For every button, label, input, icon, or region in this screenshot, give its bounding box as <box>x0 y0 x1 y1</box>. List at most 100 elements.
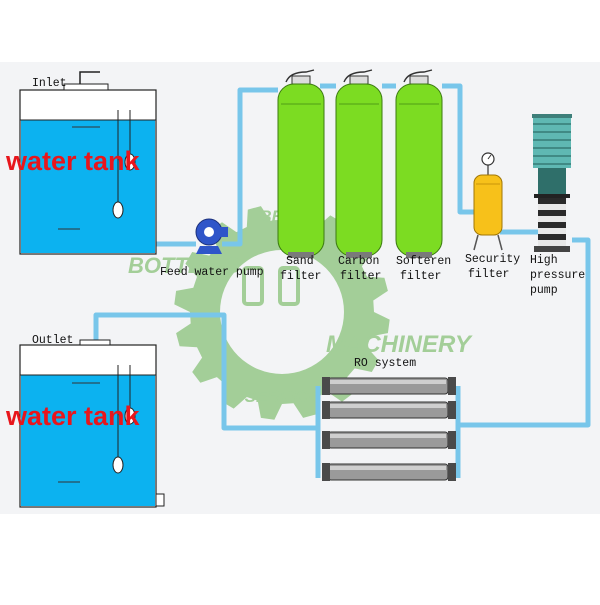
ro-membrane-tube <box>322 401 456 419</box>
carbon-filter-vessel <box>335 83 383 257</box>
pipe-pump-to-sand-filter <box>222 87 278 247</box>
filter-valve <box>349 75 369 85</box>
softener-filter-label-line2: filter <box>400 270 441 283</box>
security-filter-label-line1: Security <box>465 253 520 266</box>
membrane-end-cap <box>322 431 330 449</box>
feed-pump-label: Feed water pump <box>160 266 264 279</box>
pump-base <box>196 246 222 254</box>
sand-filter-vessel <box>277 83 325 257</box>
motor-fins <box>533 123 571 165</box>
pump-stage <box>538 198 566 204</box>
softener-filter-vessel <box>395 83 443 257</box>
filter-foot <box>288 252 314 258</box>
security-filter: Security filter <box>465 152 520 281</box>
outlet-cap <box>79 339 111 346</box>
watermark-logo: BEST BOTTLING MACHINERY SERVICE <box>128 204 473 420</box>
pipe-ro-to-outlet <box>93 312 318 431</box>
ro-system-label: RO system <box>354 357 416 370</box>
filter-valve-head <box>403 69 433 83</box>
filter-leg <box>473 234 479 251</box>
pump-stage <box>538 240 566 246</box>
sand-filter-label-line2: filter <box>280 270 321 283</box>
outlet-label: Outlet <box>32 334 73 347</box>
feed-water-pump: Feed water pump <box>160 218 264 279</box>
hp-pump-label-line1: High <box>530 254 558 267</box>
gauge-needle <box>487 154 492 160</box>
ro-membrane-bank <box>322 377 456 481</box>
filter-valve <box>409 75 429 85</box>
pump-stage <box>538 222 566 228</box>
filter-foot <box>346 252 372 258</box>
carbon-filter-label-line2: filter <box>340 270 381 283</box>
bottle-icon <box>278 266 300 306</box>
bottom-tank-title: water tank <box>5 401 141 431</box>
sand-filter <box>277 69 325 258</box>
security-filter-label-line2: filter <box>468 268 509 281</box>
electric-motor-icon <box>533 118 571 168</box>
hp-pump-label-line2: pressure <box>530 269 585 282</box>
filter-foot <box>406 252 432 258</box>
pump-stage <box>538 228 566 234</box>
filter-valve-head <box>285 69 315 83</box>
outlet-water-tank: Outlet water tank <box>5 334 165 508</box>
membrane-highlight <box>330 434 446 438</box>
watermark-right-text: MACHINERY <box>326 331 473 358</box>
pipe-softener-to-security <box>442 83 476 215</box>
pump-stage <box>538 216 566 222</box>
ro-membrane-tube <box>322 377 456 395</box>
filter-valve <box>291 75 311 85</box>
motor-cap <box>532 114 572 118</box>
membrane-highlight <box>330 380 446 384</box>
softener-filter-label-line1: Softeren <box>396 255 451 268</box>
tank-water <box>21 120 155 253</box>
membrane-end-cap <box>448 401 456 419</box>
gear-hub <box>220 250 344 374</box>
membrane-end-cap <box>322 463 330 481</box>
ro-system: RO system <box>322 357 456 481</box>
membrane-highlight <box>330 404 446 408</box>
tank-water <box>21 375 155 506</box>
watermark-left-text: BOTTLING <box>128 253 240 278</box>
membrane-end-cap <box>448 377 456 395</box>
drain-valve <box>155 493 165 507</box>
inlet-cap <box>63 83 109 91</box>
ro-membrane-tube <box>322 463 456 481</box>
pipe-hp-pump-to-ro <box>458 237 591 428</box>
membrane-end-cap <box>322 401 330 419</box>
inlet-label: Inlet <box>32 77 67 90</box>
float-switch <box>112 110 136 219</box>
float-switch-icon <box>124 407 136 425</box>
filter-leg <box>497 234 503 251</box>
security-filter-housing <box>473 174 503 236</box>
pump-stage <box>538 234 566 240</box>
inlet-water-tank: Inlet water tank <box>5 71 157 255</box>
pump-stages <box>538 198 566 246</box>
membrane-highlight <box>330 466 446 470</box>
pipe-network <box>93 83 591 478</box>
carbon-filter <box>335 69 383 258</box>
motor-coupling <box>538 168 566 194</box>
top-tank-title: water tank <box>5 146 141 176</box>
membrane-end-cap <box>448 463 456 481</box>
inlet-pipe-stub <box>79 71 100 84</box>
high-pressure-pump: High pressure pump <box>530 114 585 297</box>
filter-valve-head <box>343 69 373 83</box>
sand-filter-label-line1: Sand <box>286 255 314 268</box>
float-switch-icon <box>112 456 124 474</box>
ro-membrane-tube <box>322 431 456 449</box>
filter-vessels: Sand filter Carbon filter Softeren filte… <box>277 69 451 283</box>
float-switch-icon <box>112 201 124 219</box>
bottle-icon <box>242 266 264 306</box>
watermark-bottom-text: SERVICE <box>245 387 320 406</box>
softener-filter <box>395 69 443 258</box>
pump-outlet <box>220 227 228 237</box>
membrane-end-cap <box>322 377 330 395</box>
pump-stage <box>538 204 566 210</box>
hp-pump-label-line3: pump <box>530 284 558 297</box>
float-switch-icon <box>124 153 136 171</box>
membrane-end-cap <box>448 431 456 449</box>
carbon-filter-label-line1: Carbon <box>338 255 379 268</box>
float-switch <box>112 365 136 474</box>
pump-stage <box>538 210 566 216</box>
